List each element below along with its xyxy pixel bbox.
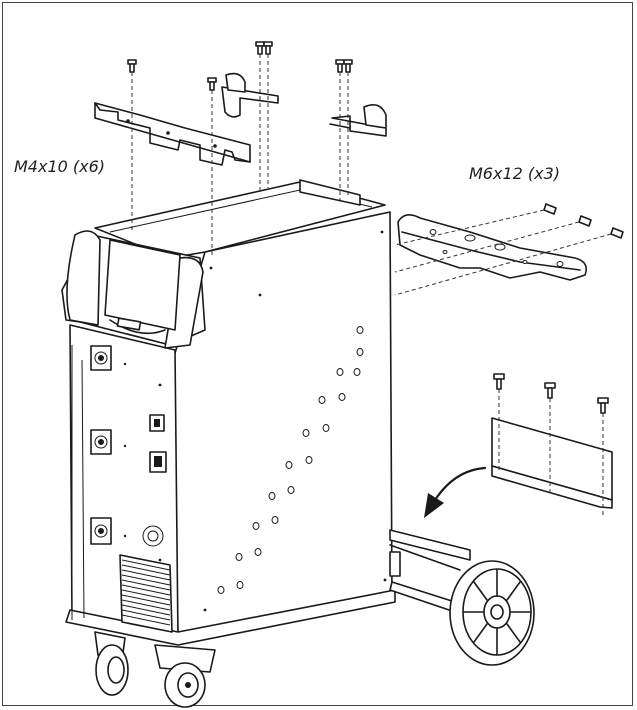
front-connectors [90, 345, 167, 547]
screw-icon [127, 41, 624, 414]
vent-holes [217, 326, 364, 594]
screws-m4-label: M4x10 (x6) [14, 157, 106, 176]
front-casters [94, 631, 216, 708]
rear-wheel [449, 560, 535, 666]
cable-holder-bracket [94, 102, 251, 166]
hook-left [221, 72, 279, 118]
shelf-plate [491, 417, 613, 509]
front-grille [119, 554, 173, 633]
curved-arrow-icon [424, 466, 487, 518]
screws-m6-label: M6x12 (x3) [469, 164, 561, 183]
assembly-guides [131, 54, 612, 518]
front-display-housing [61, 230, 206, 349]
cylinder-bracket [397, 214, 588, 281]
hook-right [329, 104, 387, 137]
